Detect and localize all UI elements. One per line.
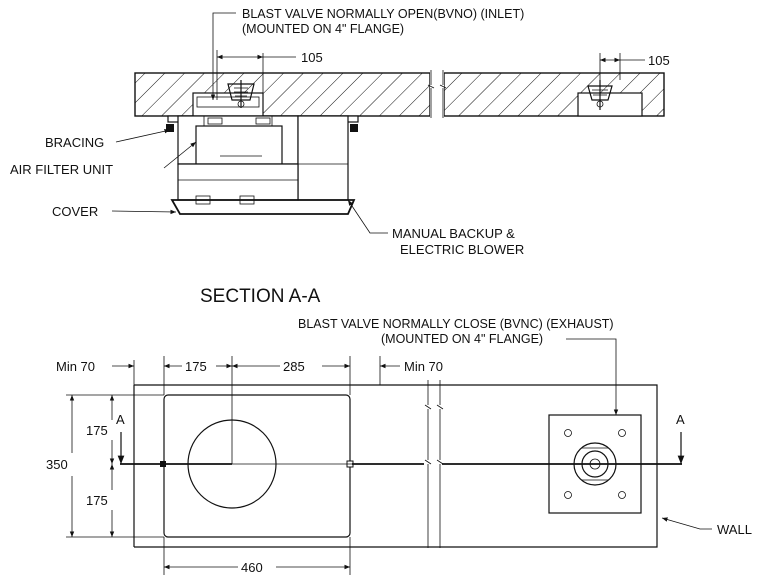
blower-label-line1: MANUAL BACKUP &: [392, 226, 515, 241]
exhaust-valve-label-line2: (MOUNTED ON 4" FLANGE): [381, 332, 543, 346]
dim-105-left: 105: [301, 50, 323, 65]
dim-min70-left: Min 70: [56, 359, 95, 374]
dim-175-left-lower: 175: [86, 493, 108, 508]
filter-footprint: [163, 394, 351, 538]
plan-right-panel: [352, 384, 682, 548]
cover-label: COVER: [52, 204, 98, 219]
manual-backup-blower: [297, 115, 349, 201]
bracing-label: BRACING: [45, 135, 104, 150]
break-mark-plan: [424, 378, 444, 554]
plan-view: BLAST VALVE NORMALLY CLOSE (BVNC) (EXHAU…: [46, 317, 752, 575]
dim-460: 460: [241, 560, 263, 575]
inlet-valve-label-line1: BLAST VALVE NORMALLY OPEN(BVNO) (INLET): [242, 7, 524, 21]
elevation-view: BLAST VALVE NORMALLY OPEN(BVNO) (INLET) …: [10, 7, 670, 257]
dim-285: 285: [283, 359, 305, 374]
dim-175-left-upper: 175: [86, 423, 108, 438]
inlet-valve-label-line2: (MOUNTED ON 4" FLANGE): [242, 22, 404, 36]
exhaust-valve-label-line1: BLAST VALVE NORMALLY CLOSE (BVNC) (EXHAU…: [298, 317, 614, 331]
inlet-blast-valve: [192, 80, 264, 117]
leader-lines-elevation: [111, 12, 645, 234]
break-mark-elevation: [427, 68, 447, 120]
air-filter-unit-label: AIR FILTER UNIT: [10, 162, 113, 177]
dim-105-right: 105: [648, 53, 670, 68]
plan-dimensions: [66, 356, 400, 575]
dim-min70-right: Min 70: [404, 359, 443, 374]
section-arrows: [117, 432, 685, 464]
blower-label-line2: ELECTRIC BLOWER: [400, 242, 524, 257]
exhaust-blast-valve-elevation: [577, 80, 643, 117]
plan-left-panel: [120, 356, 380, 548]
section-mark-right: A: [676, 412, 685, 427]
dim-175-top: 175: [185, 359, 207, 374]
wall-label: WALL: [717, 522, 752, 537]
section-title: SECTION A-A: [200, 286, 321, 307]
dim-350: 350: [46, 457, 68, 472]
air-filter-unit: [177, 115, 299, 165]
section-mark-left: A: [116, 412, 125, 427]
leader-lines-plan: [566, 338, 712, 530]
ceiling-slab-left: [134, 72, 431, 117]
cover: [170, 163, 356, 215]
